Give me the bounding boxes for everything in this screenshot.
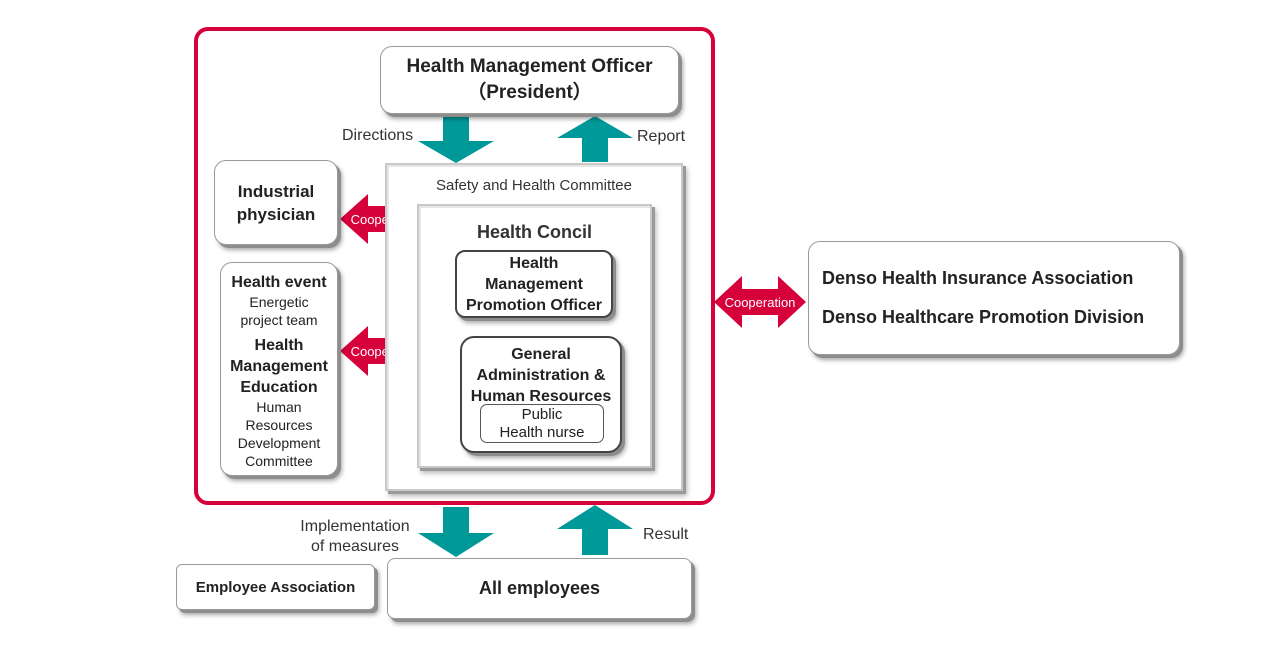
implementation-label: Implementation of measures (285, 517, 425, 557)
promotion-officer-box: Health Management Promotion Officer (455, 250, 613, 318)
organization-frame (194, 27, 715, 505)
nurse-line2: Health nurse (499, 423, 585, 441)
cooperation-label-right: Cooperation (724, 294, 796, 310)
employee-association-box: Employee Association (176, 564, 375, 610)
health-management-officer-box: Health Management Officer （President） (380, 46, 679, 114)
directions-label: Directions (342, 127, 414, 144)
report-label: Report (637, 128, 686, 145)
denso-box: Denso Health Insurance Association Denso… (808, 241, 1180, 355)
denso-insurance-text: Denso Health Insurance Association (822, 268, 1134, 288)
nurse-line1: Public (521, 405, 563, 423)
energetic-team-text: Energetic project team (240, 294, 318, 328)
public-health-nurse-box: Public Health nurse (480, 404, 604, 443)
all-employees-box: All employees (387, 558, 692, 619)
directions-arrow (418, 116, 494, 163)
ga-hr-text: General Administration & Human Resources (470, 346, 612, 405)
implementation-arrow (418, 507, 494, 557)
safety-health-committee-title: Safety and Health Committee (436, 177, 632, 194)
health-council-title: Health Concil (476, 222, 592, 242)
health-event-box: Health event Energetic project team Heal… (220, 262, 338, 476)
officer-title: Health Management Officer (406, 56, 653, 77)
hr-committee-text: Human Resources Development Committee (237, 399, 321, 469)
promotion-officer-text: Health Management Promotion Officer (465, 254, 602, 314)
cooperation-arrow-right (714, 276, 806, 328)
officer-subtitle: （President） (467, 82, 592, 103)
hm-education-text: Health Management Education (230, 337, 328, 396)
industrial-physician-text: Industrial physician (236, 181, 316, 224)
all-employees-text: All employees (478, 578, 601, 598)
industrial-physician-box: Industrial physician (214, 160, 338, 245)
report-arrow (557, 116, 633, 162)
employee-association-text: Employee Association (195, 578, 356, 596)
denso-healthcare-text: Denso Healthcare Promotion Division (822, 307, 1145, 327)
health-event-title: Health event (231, 274, 327, 291)
implementation-line2: of measures (310, 538, 400, 555)
result-arrow (557, 505, 633, 555)
result-label: Result (643, 526, 689, 543)
implementation-line1: Implementation (300, 518, 410, 535)
